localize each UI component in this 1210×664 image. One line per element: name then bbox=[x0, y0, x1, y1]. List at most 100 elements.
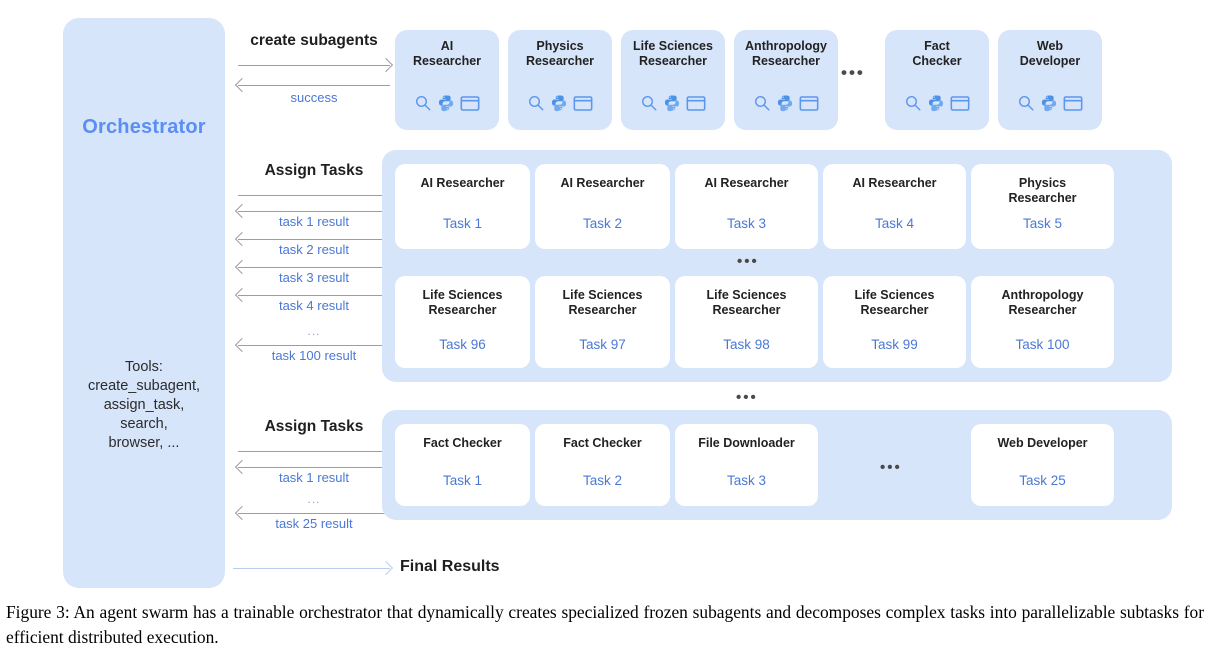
search-icon bbox=[904, 94, 922, 117]
task-card-role: Fact Checker bbox=[563, 436, 642, 450]
task-card[interactable]: Fact Checker Task 2 bbox=[535, 424, 670, 506]
subagent-name: Life Sciences Researcher bbox=[633, 39, 713, 68]
task-card[interactable]: File Downloader Task 3 bbox=[675, 424, 818, 506]
subagent-card-fact-checker[interactable]: Fact Checker bbox=[885, 30, 989, 130]
subagent-card-life-sciences-researcher[interactable]: Life Sciences Researcher bbox=[621, 30, 725, 130]
python-icon bbox=[776, 94, 794, 117]
task-card[interactable]: AI Researcher Task 3 bbox=[675, 164, 818, 249]
browser-icon bbox=[950, 95, 970, 117]
flow-assign-tasks-secondary-title: Assign Tasks bbox=[264, 418, 364, 435]
task-card[interactable]: AI Researcher Task 2 bbox=[535, 164, 670, 249]
subagent-tool-icons bbox=[734, 94, 838, 117]
arrow-assign-secondary-result-25 bbox=[234, 505, 390, 521]
task-card-role: AI Researcher bbox=[704, 176, 789, 190]
task-card-task: Task 1 bbox=[442, 216, 483, 231]
tasks-panel-row-ellipsis: ••• bbox=[737, 253, 759, 270]
figure-diagram: Orchestrator Tools: create_subagent, ass… bbox=[63, 18, 1172, 588]
task-card[interactable]: Web Developer Task 25 bbox=[971, 424, 1114, 506]
task-card-role: File Downloader bbox=[698, 436, 795, 450]
browser-icon bbox=[573, 95, 593, 117]
search-icon bbox=[414, 94, 432, 117]
task-card-task: Task 25 bbox=[1019, 473, 1066, 488]
task-card[interactable]: Life Sciences Researcher Task 97 bbox=[535, 276, 670, 368]
arrow-assign-main-result-2 bbox=[234, 231, 390, 247]
browser-icon bbox=[1063, 95, 1083, 117]
flow-assign-main-result-label-2: task 2 result bbox=[278, 242, 350, 257]
subagent-name: Physics Researcher bbox=[525, 39, 595, 68]
subagent-tool-icons bbox=[885, 94, 989, 117]
arrow-assign-secondary-out bbox=[238, 443, 394, 459]
task-card[interactable]: Life Sciences Researcher Task 96 bbox=[395, 276, 530, 368]
task-card-task: Task 5 bbox=[1022, 216, 1063, 231]
tasks-panel-secondary: Fact Checker Task 1 Fact Checker Task 2 … bbox=[382, 410, 1172, 520]
subagent-tool-icons bbox=[508, 94, 612, 117]
task-card-role: Life Sciences Researcher bbox=[422, 288, 503, 317]
task-card-role: AI Researcher bbox=[852, 176, 937, 190]
browser-icon bbox=[460, 95, 480, 117]
flow-create-subagents: create subagents success bbox=[234, 32, 394, 132]
search-icon bbox=[527, 94, 545, 117]
search-icon bbox=[640, 94, 658, 117]
subagent-row-ellipsis: ••• bbox=[841, 63, 865, 82]
task-card-task: Task 2 bbox=[582, 216, 623, 231]
task-card-task: Task 2 bbox=[582, 473, 623, 488]
flow-assign-tasks-main: Assign Tasks task 1 result task 2 result… bbox=[234, 162, 394, 363]
tasks-panel-secondary-inner-ellipsis: ••• bbox=[880, 459, 902, 476]
orchestrator-title: Orchestrator bbox=[82, 116, 206, 138]
task-card-role: Life Sciences Researcher bbox=[854, 288, 935, 317]
subagent-name: AI Researcher bbox=[412, 39, 482, 68]
arrow-final-results bbox=[233, 560, 394, 576]
flow-assign-main-result-label-100: task 100 result bbox=[271, 348, 357, 363]
search-icon bbox=[1017, 94, 1035, 117]
flow-assign-main-result-label-4: task 4 result bbox=[278, 298, 350, 313]
flow-assign-secondary-result-label-1: task 1 result bbox=[278, 470, 350, 485]
subagent-tool-icons bbox=[621, 94, 725, 117]
flow-create-subagents-title: create subagents bbox=[250, 32, 378, 49]
task-card-role: AI Researcher bbox=[560, 176, 645, 190]
final-results-label: Final Results bbox=[400, 558, 500, 575]
task-card-task: Task 4 bbox=[874, 216, 915, 231]
subagent-tool-icons bbox=[998, 94, 1102, 117]
subagent-card-physics-researcher[interactable]: Physics Researcher bbox=[508, 30, 612, 130]
subagent-card-ai-researcher[interactable]: AI Researcher bbox=[395, 30, 499, 130]
arrow-assign-main-result-100 bbox=[234, 337, 390, 353]
task-card-task: Task 98 bbox=[723, 337, 770, 352]
task-card-task: Task 96 bbox=[439, 337, 486, 352]
flow-assign-main-result-label-1: task 1 result bbox=[278, 214, 350, 229]
task-card[interactable]: AI Researcher Task 4 bbox=[823, 164, 966, 249]
task-card[interactable]: Life Sciences Researcher Task 98 bbox=[675, 276, 818, 368]
flow-assign-main-result-ellipsis: ... bbox=[307, 324, 321, 338]
task-card-role: Life Sciences Researcher bbox=[562, 288, 643, 317]
task-card-task: Task 3 bbox=[726, 216, 767, 231]
python-icon bbox=[437, 94, 455, 117]
flow-assign-secondary-result-ellipsis: ... bbox=[307, 492, 321, 506]
task-card[interactable]: Anthropology Researcher Task 100 bbox=[971, 276, 1114, 368]
browser-icon bbox=[799, 95, 819, 117]
subagent-name: Fact Checker bbox=[912, 39, 962, 68]
arrow-create-subagents-return bbox=[234, 77, 390, 93]
subagent-card-web-developer[interactable]: Web Developer bbox=[998, 30, 1102, 130]
subagent-card-anthropology-researcher[interactable]: Anthropology Researcher bbox=[734, 30, 838, 130]
task-card[interactable]: Life Sciences Researcher Task 99 bbox=[823, 276, 966, 368]
flow-assign-secondary-result-label-25: task 25 result bbox=[275, 516, 353, 531]
tasks-panel-primary: AI Researcher Task 1 AI Researcher Task … bbox=[382, 150, 1172, 382]
orchestrator-tools-list: Tools: create_subagent, assign_task, sea… bbox=[87, 359, 201, 451]
flow-assign-main-result-label-3: task 3 result bbox=[278, 270, 350, 285]
task-card[interactable]: Fact Checker Task 1 bbox=[395, 424, 530, 506]
python-icon bbox=[927, 94, 945, 117]
task-card-role: Physics Researcher bbox=[1008, 176, 1077, 205]
python-icon bbox=[1040, 94, 1058, 117]
task-card-task: Task 3 bbox=[726, 473, 767, 488]
arrow-assign-main-result-4 bbox=[234, 287, 390, 303]
flow-assign-tasks-main-title: Assign Tasks bbox=[264, 162, 364, 179]
task-card[interactable]: Physics Researcher Task 5 bbox=[971, 164, 1114, 249]
flow-assign-tasks-secondary: Assign Tasks task 1 result ... task 25 r… bbox=[234, 418, 394, 531]
task-card-task: Task 100 bbox=[1015, 337, 1070, 352]
task-card[interactable]: AI Researcher Task 1 bbox=[395, 164, 530, 249]
arrow-assign-main-result-1 bbox=[234, 203, 390, 219]
task-card-task: Task 97 bbox=[579, 337, 626, 352]
figure-caption: Figure 3: An agent swarm has a trainable… bbox=[6, 600, 1204, 650]
task-card-role: Life Sciences Researcher bbox=[706, 288, 787, 317]
task-card-role: Fact Checker bbox=[423, 436, 502, 450]
task-card-role: Web Developer bbox=[997, 436, 1088, 450]
